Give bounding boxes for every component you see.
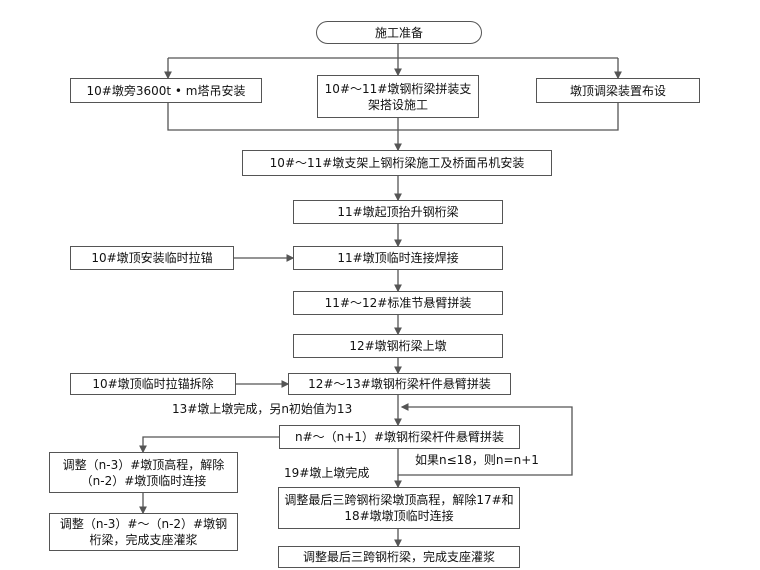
temp-anchor-install-node: 10#墩顶安装临时拉锚 [70, 246, 234, 270]
std-cantilever-node: 11#～12#标准节悬臂拼装 [293, 291, 503, 315]
adjust-last-node: 调整最后三跨钢桁梁墩顶高程，解除17#和18#墩墩顶临时连接 [278, 487, 520, 529]
grout-n3-node: 调整（n-3）#～（n-2）#墩钢桁梁，完成支座灌浆 [49, 513, 238, 551]
temp-weld-node: 11#墩顶临时连接焊接 [293, 246, 503, 270]
frame-construction-node: 10#～11#墩支架上钢桁梁施工及桥面吊机安装 [242, 150, 552, 176]
adjust-n3-node: 调整（n-3）#墩顶高程，解除（n-2）#墩顶临时连接 [49, 452, 238, 493]
loop-condition-label: 如果n≤18，则n=n+1 [415, 453, 539, 467]
pier19-done-label: 19#墩上墩完成 [284, 466, 370, 480]
loop-step-node: n#～（n+1）#墩钢桁梁杆件悬臂拼装 [279, 425, 520, 449]
pier12-on-node: 12#墩钢桁梁上墩 [293, 334, 503, 358]
cantilever-12-13-node: 12#～13#墩钢桁梁杆件悬臂拼装 [288, 373, 511, 395]
grout-last-node: 调整最后三跨钢桁梁，完成支座灌浆 [278, 546, 520, 568]
jack-lift-node: 11#墩起顶抬升钢桁梁 [293, 200, 503, 224]
adjust-device-node: 墩顶调梁装置布设 [536, 78, 700, 103]
init-n-label: 13#墩上墩完成，另n初始值为13 [172, 402, 353, 416]
start-node: 施工准备 [316, 21, 482, 44]
support-frame-node: 10#～11#墩钢桁梁拼装支架搭设施工 [317, 75, 479, 118]
tower-crane-node: 10#墩旁3600t • m塔吊安装 [70, 78, 262, 103]
temp-anchor-remove-node: 10#墩顶临时拉锚拆除 [70, 373, 236, 395]
